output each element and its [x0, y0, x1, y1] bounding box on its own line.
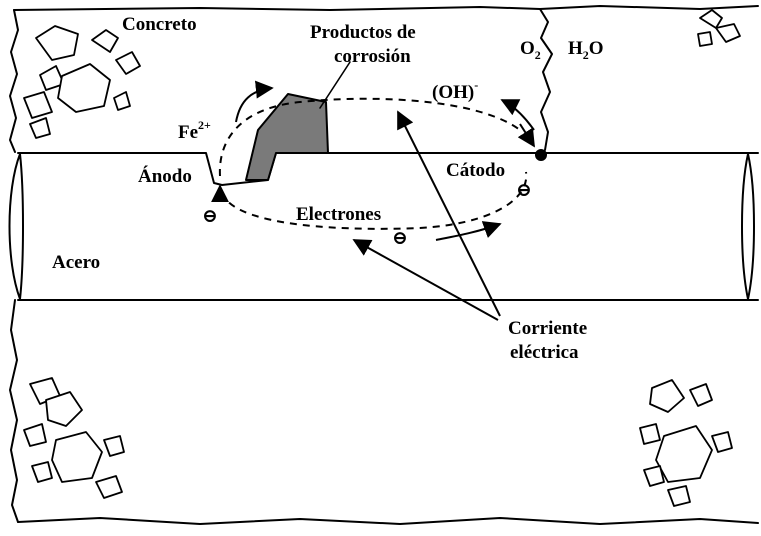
current-pointer-arrow-lower — [352, 239, 499, 321]
corrosion-products-label-line2: corrosión — [334, 46, 411, 67]
cathode-arrow — [517, 123, 535, 148]
oxygen-label: O2 — [520, 38, 541, 62]
electric-current-label-line1: Corriente — [508, 318, 587, 339]
aggregate-stones-top-right — [697, 9, 741, 47]
steel-label: Acero — [52, 252, 100, 273]
aggregate-stones-bottom-left — [23, 377, 125, 499]
current-pointer-arrow-upper — [397, 110, 501, 317]
electron-flow-arrow — [435, 221, 502, 241]
concrete-outline — [9, 5, 759, 525]
electron-symbol-middle: ⊖ — [392, 228, 408, 249]
corrosion-products — [245, 93, 329, 181]
aggregate-stones-bottom-right — [639, 379, 733, 507]
corrosion-products-label-line1: Productos de — [310, 22, 416, 43]
water-label: H2O — [568, 38, 604, 62]
fe-ion-arrow — [235, 80, 274, 123]
electrons-label: Electrones — [296, 204, 381, 225]
concrete-label: Concreto — [122, 14, 197, 35]
electric-current-label-line2: eléctrica — [510, 342, 579, 363]
aggregate-stones-top-left — [23, 25, 141, 139]
iron-ion-label: Fe2+ — [178, 118, 211, 143]
steel-bar — [8, 152, 759, 301]
hydroxide-arrow — [500, 99, 535, 131]
cathode-point — [535, 149, 547, 161]
electron-symbol-right: ⊖ — [516, 180, 532, 201]
anode-label: Ánodo — [138, 165, 192, 187]
electron-symbol-left: ⊖ — [202, 206, 218, 227]
cathode-label: Cátodo — [446, 160, 505, 181]
corrosion-label-pointer — [319, 61, 351, 109]
hydroxide-label: (OH)- — [432, 78, 478, 103]
